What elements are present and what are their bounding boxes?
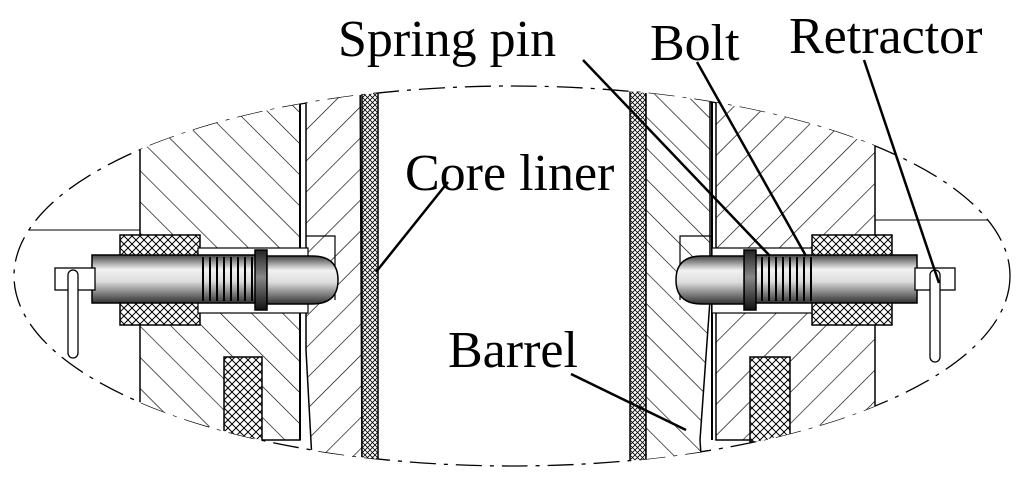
- right-barrel: [645, 86, 711, 466]
- left-core-liner: [361, 86, 379, 466]
- label-spring-pin: Spring pin: [338, 11, 556, 68]
- left-retractor: [67, 269, 79, 359]
- right-pin-body: [751, 254, 918, 304]
- label-bolt: Bolt: [650, 15, 740, 72]
- label-core-liner: Core liner: [405, 145, 614, 202]
- left-spring: [202, 257, 253, 301]
- leader-core-liner: [375, 181, 449, 273]
- left-assembly: [20, 86, 379, 466]
- left-pin-collar: [254, 249, 268, 311]
- right-spring: [761, 257, 812, 301]
- leader-retractor: [862, 59, 941, 284]
- left-pin-tip: [266, 255, 339, 305]
- left-stop-block: [223, 356, 263, 453]
- section-boundary: [13, 85, 1011, 467]
- leader-bolt: [695, 61, 808, 257]
- right-pin-collar: [743, 249, 757, 311]
- right-assembly: [629, 86, 1010, 466]
- label-barrel: Barrel: [448, 322, 578, 379]
- right-retractor: [929, 269, 941, 363]
- left-pin-body: [91, 254, 263, 304]
- leader-barrel: [570, 372, 687, 432]
- label-retractor: Retractor: [789, 8, 982, 65]
- leader-lines: [375, 59, 941, 432]
- right-stop-block: [749, 356, 791, 443]
- right-pin-tip: [675, 255, 745, 305]
- leader-spring-pin: [582, 59, 771, 257]
